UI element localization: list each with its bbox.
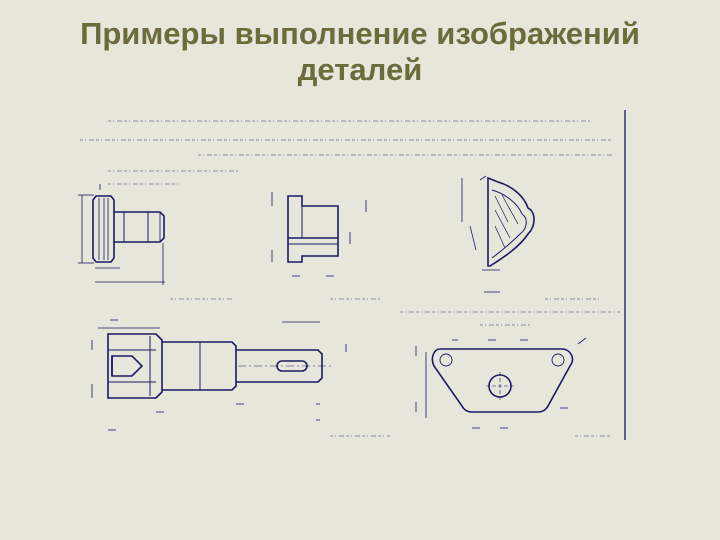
bushing-detail-drawing [287,195,339,263]
shaft-detail-drawing [107,333,334,399]
plate-dimension-lines [415,337,587,429]
button-detail-drawing [92,195,165,263]
bushing-dimension-lines [271,192,367,277]
slide-title: Примеры выполнение изображений деталей [0,16,720,88]
plate-detail-drawing [431,348,574,413]
faint-text-block [80,120,620,437]
cap-dimension-lines [461,175,500,293]
title-line-2: деталей [297,52,423,87]
cap-detail-drawing [487,176,535,267]
shaft-dimension-lines [91,319,347,431]
button-dimension-lines [78,184,165,285]
title-line-1: Примеры выполнение изображений [80,16,640,51]
